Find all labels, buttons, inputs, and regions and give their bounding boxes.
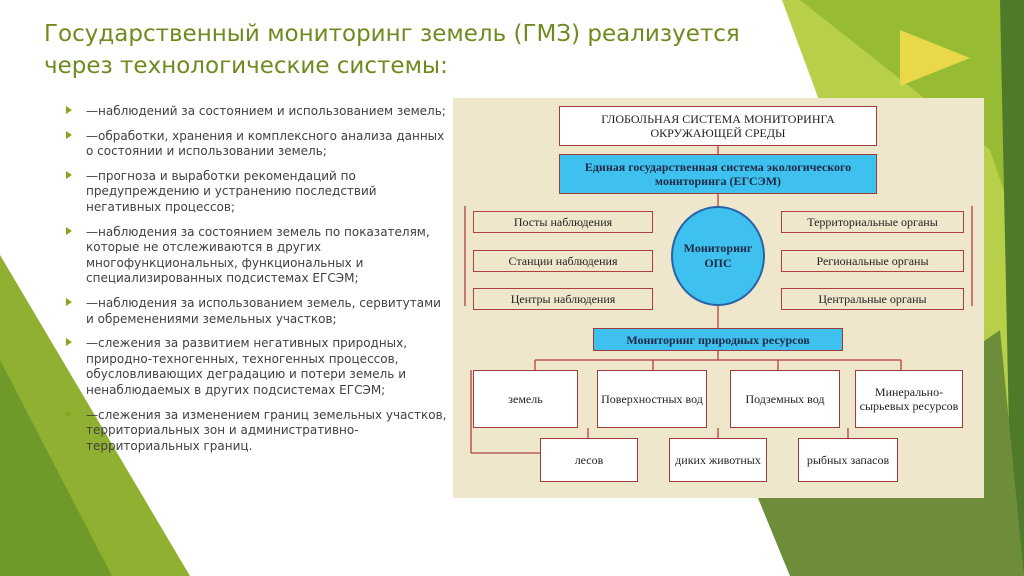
bullet-item: —обработки, хранения и комплексного анал…	[66, 129, 448, 160]
bullet-text: —слежения за развитием негативных природ…	[86, 336, 408, 397]
play-triangle-decor	[900, 30, 970, 86]
bullet-item: —наблюдения за использованием земель, се…	[66, 296, 448, 327]
bullet-item: —слежения за развитием негативных природ…	[66, 336, 448, 398]
resource-box: Подземных вод	[730, 370, 840, 428]
bullet-arrow-icon	[66, 226, 72, 235]
left-system-box: Посты наблюдения	[473, 211, 653, 233]
ops-monitoring-circle: Мониторинг ОПС	[671, 206, 765, 306]
diagram-connectors	[464, 146, 973, 454]
bullet-arrow-icon	[66, 297, 72, 306]
bullet-text: —наблюдений за состоянием и использовани…	[86, 104, 446, 118]
left-system-box: Центры наблюдения	[473, 288, 653, 310]
bullet-text: —прогноза и выработки рекомендаций по пр…	[86, 168, 377, 214]
bullet-arrow-icon	[66, 106, 72, 114]
right-authority-box: Региональные органы	[781, 250, 964, 272]
right-decor-shape-mid	[800, 0, 1024, 250]
bullet-item: —слежения за изменением границ земельных…	[66, 408, 448, 455]
bullet-item: —наблюдений за состоянием и использовани…	[66, 104, 448, 120]
resource-box: Минерально-сырьевых ресурсов	[855, 370, 963, 428]
right-decor-shape-dark	[1000, 0, 1024, 576]
bullet-text: —обработки, хранения и комплексного анал…	[86, 128, 445, 159]
bullet-text: —наблюдения за использованием земель, се…	[86, 295, 441, 326]
bullet-item: —наблюдения за состоянием земель по пока…	[66, 225, 448, 287]
resource-box: Поверхностных вод	[597, 370, 707, 428]
bullet-list: —наблюдений за состоянием и использовани…	[66, 104, 448, 463]
resource-box: земель	[473, 370, 578, 428]
bullet-text: —наблюдения за состоянием земель по пока…	[86, 224, 430, 286]
bullet-item: —прогноза и выработки рекомендаций по пр…	[66, 169, 448, 216]
egsem-box: Единая государственная система экологиче…	[559, 154, 877, 194]
left-system-box: Станции наблюдения	[473, 250, 653, 272]
bullet-arrow-icon	[66, 170, 72, 179]
global-monitoring-system-box: ГЛОБОЛЬНАЯ СИСТЕМА МОНИТОРИНГА ОКРУЖАЮЩЕ…	[559, 106, 877, 146]
resource-box: рыбных запасов	[798, 438, 898, 482]
left-bottom-decor-shape-dark	[0, 360, 112, 576]
resource-box: лесов	[540, 438, 638, 482]
bullet-text: —слежения за изменением границ земельных…	[86, 407, 447, 453]
bullet-arrow-icon	[66, 130, 72, 139]
bullet-arrow-icon	[66, 338, 72, 347]
bullet-arrow-icon	[66, 409, 72, 418]
monitoring-structure-diagram: ГЛОБОЛЬНАЯ СИСТЕМА МОНИТОРИНГА ОКРУЖАЮЩЕ…	[453, 98, 984, 498]
right-authority-box: Территориальные органы	[781, 211, 964, 233]
right-authority-box: Центральные органы	[781, 288, 964, 310]
natural-resources-monitoring-box: Мониторинг природных ресурсов	[593, 328, 843, 351]
slide-title: Государственный мониторинг земель (ГМЗ) …	[44, 21, 740, 79]
resource-box: диких животных	[669, 438, 767, 482]
